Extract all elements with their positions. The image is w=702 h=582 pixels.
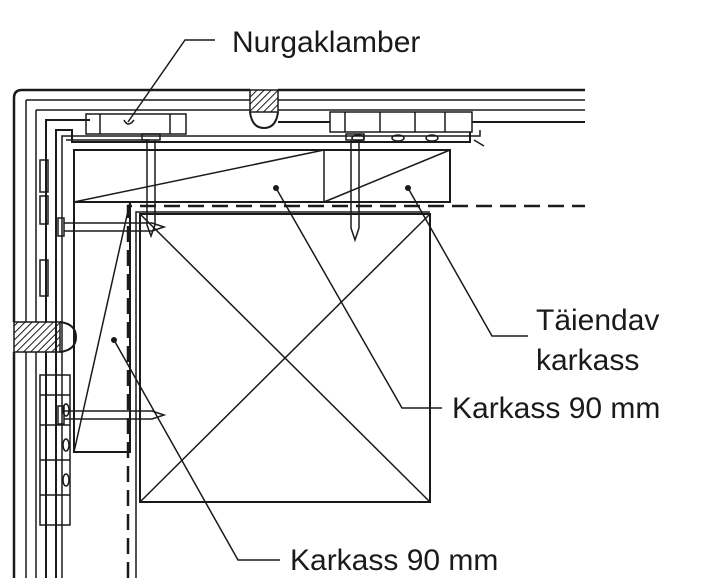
corner-clamp: [55, 113, 485, 578]
left-clip: [39, 374, 71, 526]
label-frame-right: Karkass 90 mm: [452, 392, 660, 425]
leader-extra-frame: [405, 185, 528, 337]
nail-top-left: [141, 133, 161, 239]
label-frame-bottom: Karkass 90 mm: [290, 544, 498, 577]
additional-frame-top: [73, 149, 451, 203]
nail-left-lower: [57, 405, 167, 425]
top-cladding: [12, 88, 585, 123]
additional-frame-left: [73, 201, 131, 453]
label-extra-frame-line2: karkass: [536, 344, 639, 377]
label-extra-frame-line1: Täiendav: [536, 304, 659, 337]
leader-frame-bottom: [111, 337, 280, 561]
nail-left-upper: [57, 217, 167, 237]
leader-corner-clamp: [127, 39, 215, 123]
leader-frame-right: [273, 185, 442, 409]
top-joint-seal: [249, 89, 279, 130]
vapor-barrier: [126, 204, 585, 578]
left-joint-seal: [13, 321, 78, 353]
label-corner-clamp: Nurgaklamber: [232, 26, 420, 59]
main-frame-90mm: [139, 213, 431, 503]
left-cladding: [12, 98, 49, 578]
nail-top-right: [345, 133, 365, 243]
